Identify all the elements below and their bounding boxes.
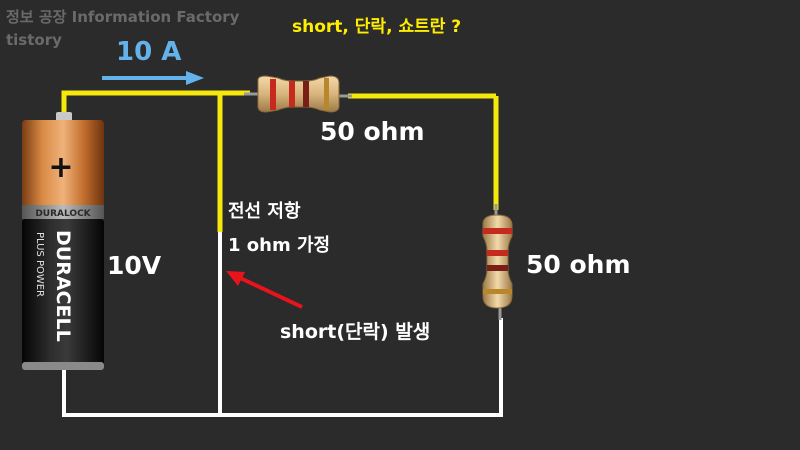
current-label: 10 A	[116, 37, 182, 67]
watermark-line1: 정보 공장 Information Factory	[6, 8, 240, 26]
battery-band-text: DURALOCK	[35, 209, 91, 219]
resistor-top	[244, 75, 352, 113]
battery-brand: DURACELL	[52, 230, 74, 342]
battery-plus-sign: +	[48, 150, 73, 185]
short-pointer-arrow	[226, 271, 303, 309]
current-arrow	[102, 71, 204, 85]
diagram-title: short, 단락, 쇼트란 ?	[292, 17, 462, 37]
wire-resistance-label-line2: 1 ohm 가정	[228, 235, 331, 256]
wire-resistance-label-line1: 전선 저항	[228, 201, 301, 222]
battery: + DURALOCK DURACELL PLUS POWER	[22, 112, 104, 370]
resistor-right-label: 50 ohm	[526, 250, 631, 279]
wire-bottom-return	[62, 318, 503, 417]
resistor-right	[482, 204, 513, 320]
wire-battery-plus-to-top	[61, 90, 250, 118]
resistor-top-label: 50 ohm	[320, 117, 425, 146]
white-wires	[62, 232, 503, 417]
battery-sub-brand: PLUS POWER	[34, 232, 45, 297]
short-label: short(단락) 발생	[280, 321, 431, 343]
yellow-wires	[61, 90, 499, 232]
voltage-label: 10V	[107, 251, 162, 280]
watermark-line2: tistory	[6, 31, 62, 49]
